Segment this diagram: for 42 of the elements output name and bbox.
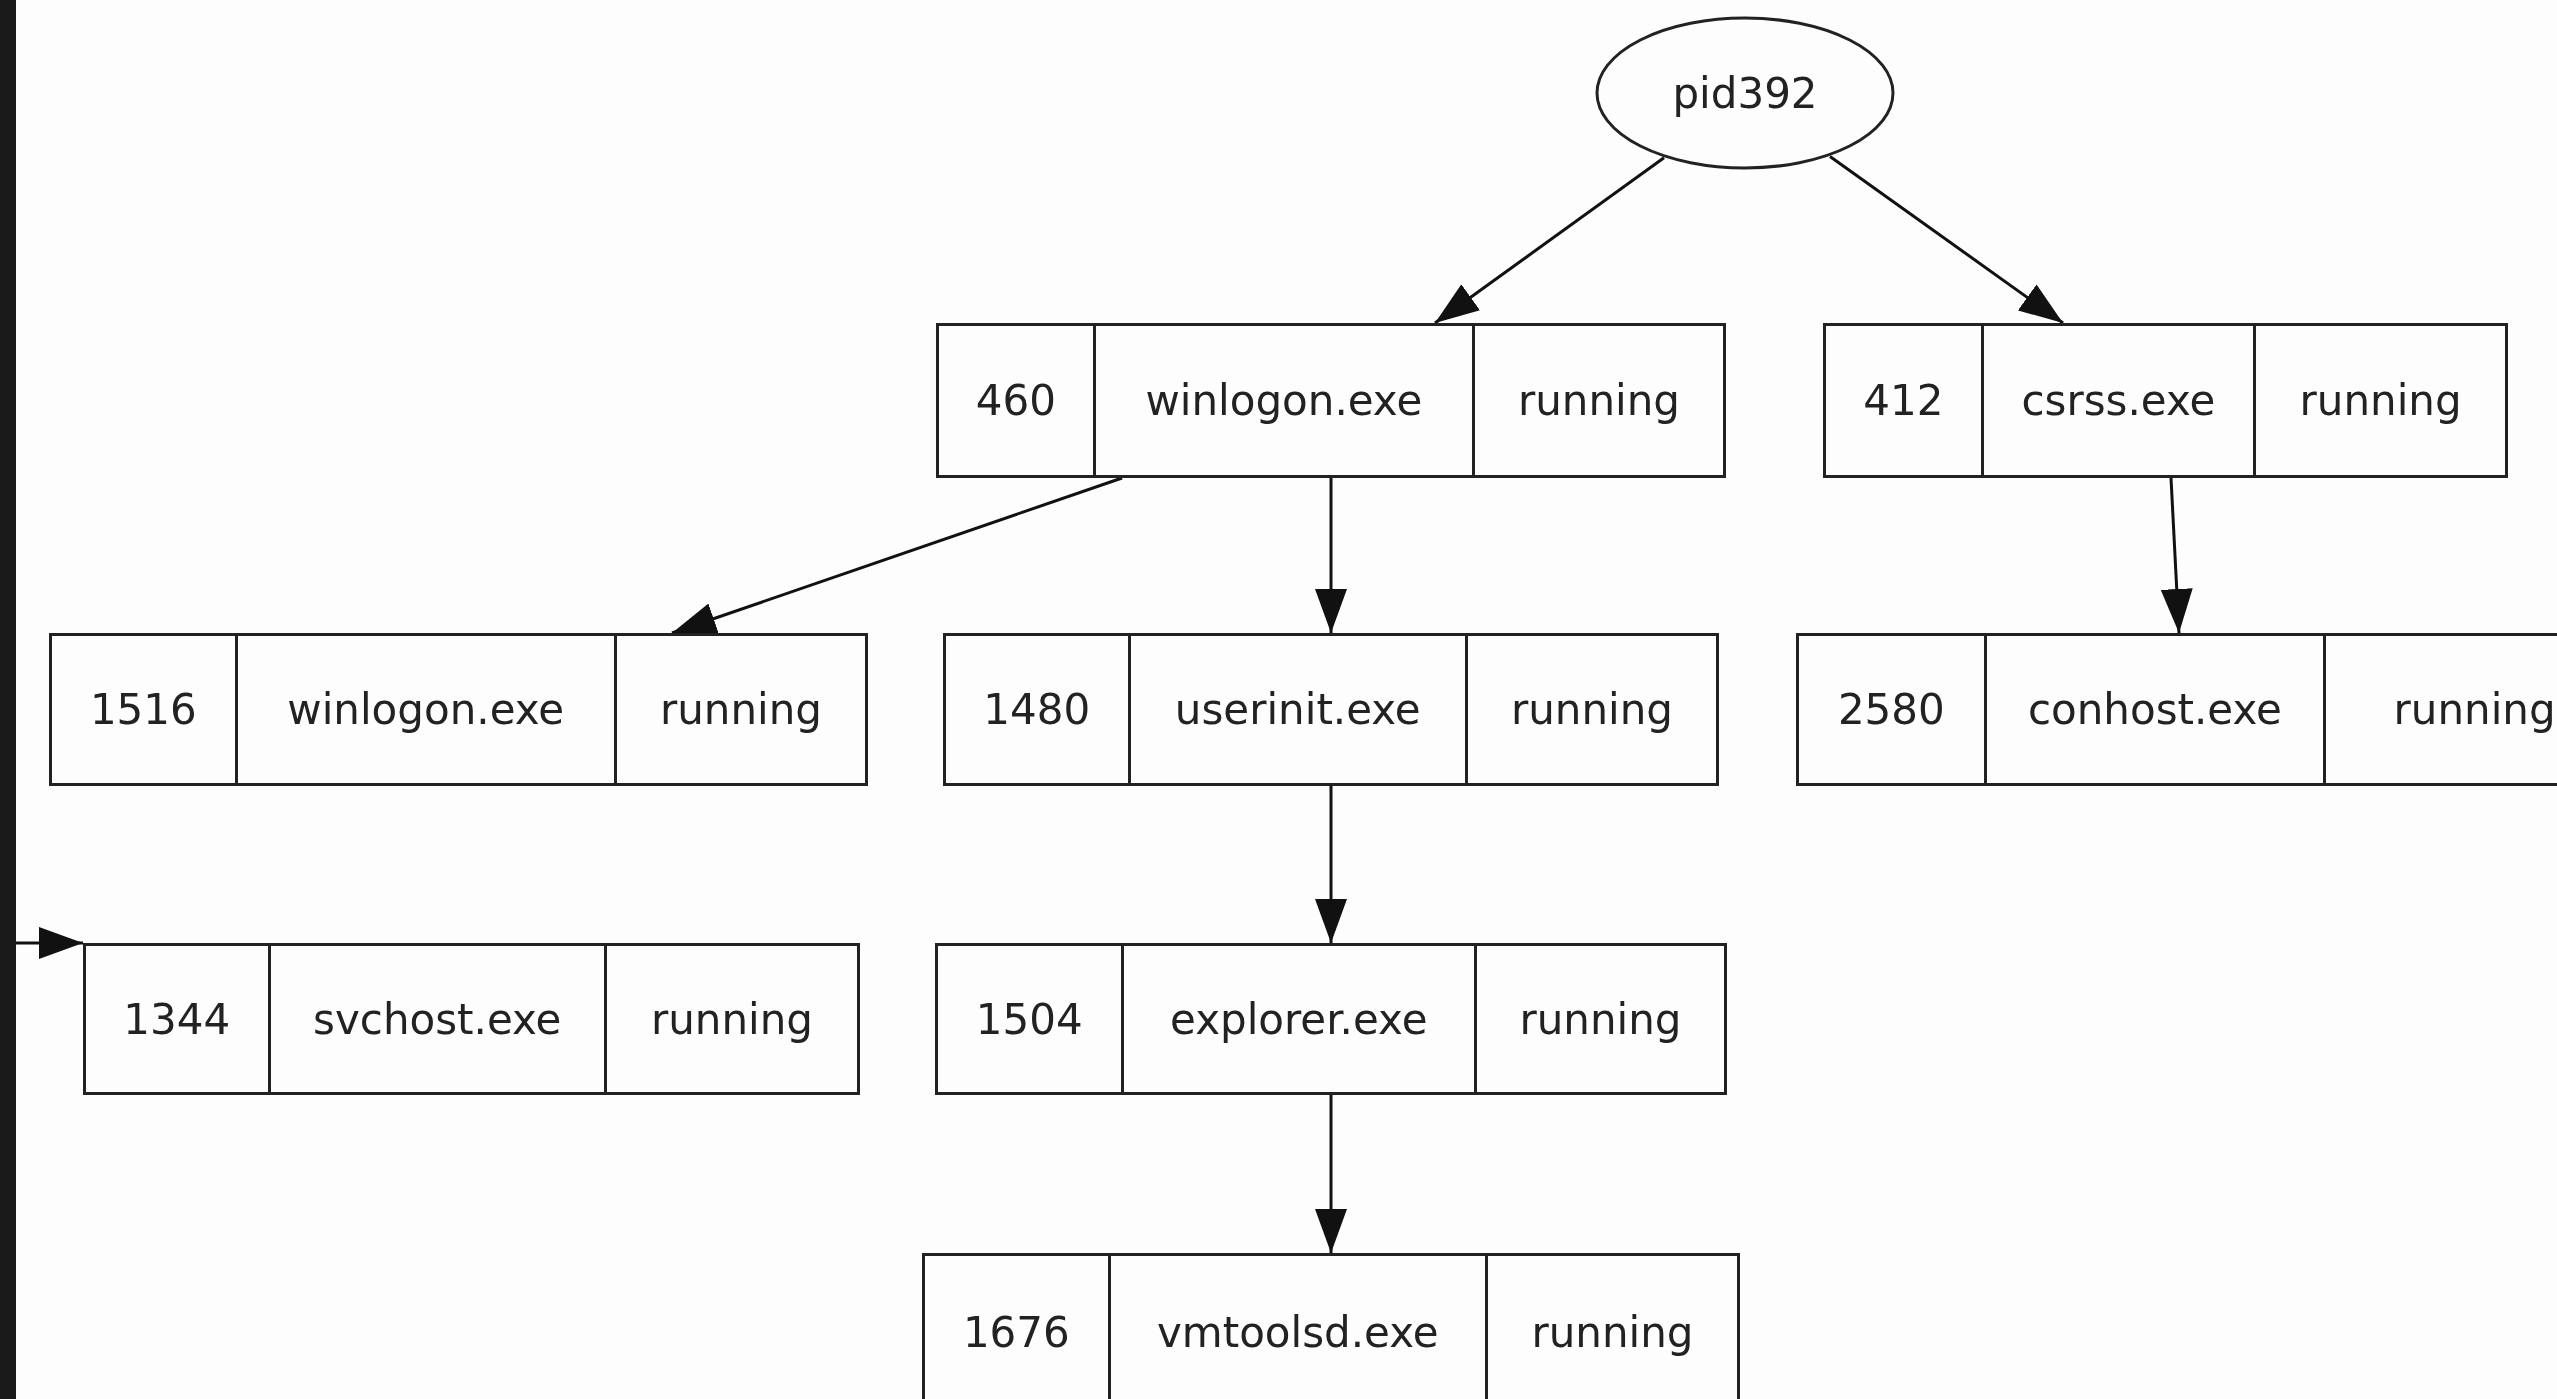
process-record [935,943,1727,1095]
arrow [16,927,83,959]
process-name: winlogon.exe [1145,376,1423,425]
process-record [936,323,1726,478]
status-text: running [1510,685,1673,734]
pid-text: 1344 [123,994,231,1044]
process-name: conhost.exe [2027,685,2282,734]
process-record [1796,633,2557,786]
process-record [49,633,868,786]
pid-text: 412 [1863,376,1944,425]
pid-text: 460 [975,376,1056,425]
pid-text: 1676 [962,1307,1070,1357]
arrow [1315,1095,1347,1253]
process-name: winlogon.exe [287,685,565,734]
process-record [943,633,1719,786]
status-text: running [2393,685,2556,734]
arrow [2160,477,2193,634]
pid-text: 2580 [1837,685,1945,734]
arrow [1434,156,1665,325]
process-name: userinit.exe [1174,685,1421,734]
status-text: running [659,685,822,734]
process-record [1823,323,2508,478]
process-record [83,943,860,1095]
arrow [1315,786,1347,943]
process-name: explorer.exe [1170,994,1428,1044]
status-text: running [1517,376,1680,425]
status-text: running [1531,1307,1694,1357]
status-text: running [1519,994,1682,1044]
process-name: svchost.exe [313,994,562,1044]
pid-text: 1480 [983,685,1091,734]
process-record [922,1253,1740,1399]
pid-text: 1516 [89,685,197,734]
process-name: vmtoolsd.exe [1156,1307,1439,1357]
ellipse-node [1595,16,1895,170]
process-name: csrss.exe [2021,376,2216,425]
status-text: running [2299,376,2462,425]
arrow [1315,478,1347,633]
status-text: running [650,994,813,1044]
arrow [1829,155,2064,325]
arrow [671,476,1123,635]
pid-text: 1504 [975,994,1083,1044]
node-label: pid392 [1672,68,1818,118]
